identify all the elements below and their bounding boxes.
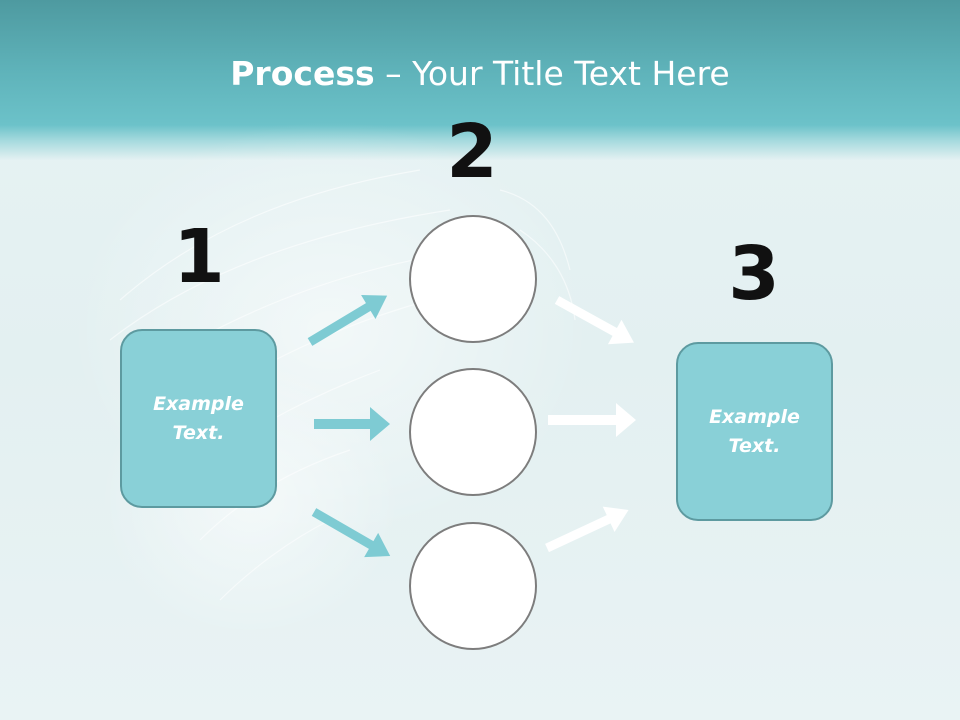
arrow-right-top-icon bbox=[554, 296, 634, 345]
arrow-left-middle-icon bbox=[314, 407, 390, 441]
left-arrows bbox=[307, 294, 391, 558]
arrow-left-bottom-icon bbox=[311, 508, 391, 558]
left-box-label: Example Text. bbox=[153, 392, 244, 444]
header-band bbox=[0, 0, 960, 160]
right-text-box: Example Text. bbox=[676, 342, 833, 521]
right-arrows bbox=[545, 296, 636, 553]
arrow-right-middle-icon bbox=[548, 403, 636, 437]
slide-title: Process – Your Title Text Here bbox=[0, 52, 960, 96]
step-number-2: 2 bbox=[446, 109, 498, 195]
arrow-left-top-icon bbox=[307, 294, 388, 346]
title-rest: – Your Title Text Here bbox=[374, 54, 730, 93]
left-text-box: Example Text. bbox=[120, 329, 277, 508]
step-number-1: 1 bbox=[173, 214, 225, 300]
title-bold: Process bbox=[230, 54, 375, 93]
right-box-label: Example Text. bbox=[709, 405, 800, 457]
circle-bottom bbox=[409, 522, 537, 650]
circle-top bbox=[409, 215, 537, 343]
circle-middle bbox=[409, 368, 537, 496]
step-number-3: 3 bbox=[728, 231, 780, 317]
arrow-right-bottom-icon bbox=[545, 506, 629, 553]
